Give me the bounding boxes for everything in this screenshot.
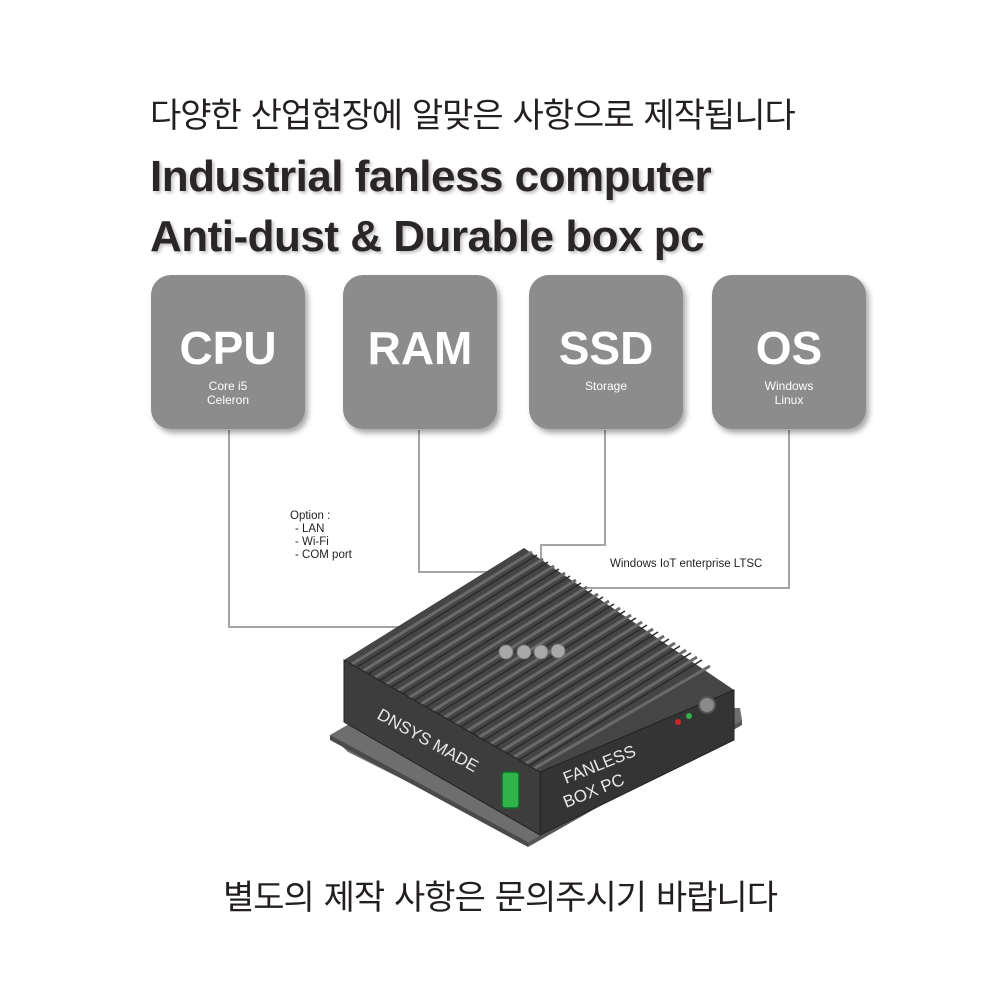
card-sub: Linux (774, 393, 804, 407)
card-sub: Celeron (206, 393, 250, 407)
card-head: SSD (558, 322, 654, 374)
card-ram: RAM (343, 275, 497, 429)
device-side (539, 689, 735, 836)
option-item: - LAN (295, 523, 325, 535)
option-item: - COM port (295, 549, 352, 561)
card-os: OS Windows Linux (712, 275, 866, 429)
card-head: CPU (179, 322, 277, 374)
green-led-icon (686, 713, 692, 719)
card-head: OS (755, 322, 823, 374)
card-sub: Windows (764, 379, 814, 393)
card-sub: Core i5 (208, 379, 248, 393)
option-item: - Wi-Fi (295, 536, 329, 548)
usb-port-icon (501, 771, 520, 809)
red-led-icon (675, 719, 681, 725)
top-subtitle: 다양한 산업현장에 알맞은 사항으로 제작됩니다 (150, 96, 796, 136)
card-ssd: SSD Storage (529, 275, 683, 429)
title-line-2: Anti-dust & Durable box pc (150, 212, 705, 261)
connector-dots (498, 643, 566, 660)
card-head: RAM (367, 322, 473, 374)
title-line-1: Industrial fanless computer (150, 152, 712, 201)
power-button-icon (698, 696, 716, 714)
footer-note: 별도의 제작 사항은 문의주시기 바랍니다 (223, 878, 778, 918)
card-sub: Storage (584, 379, 628, 393)
options-title: Option : (290, 510, 331, 522)
os-note: Windows IoT enterprise LTSC (610, 558, 763, 570)
options-note: Option : - LAN - Wi-Fi - COM port (290, 510, 352, 562)
card-cpu: CPU Core i5 Celeron (151, 275, 305, 429)
